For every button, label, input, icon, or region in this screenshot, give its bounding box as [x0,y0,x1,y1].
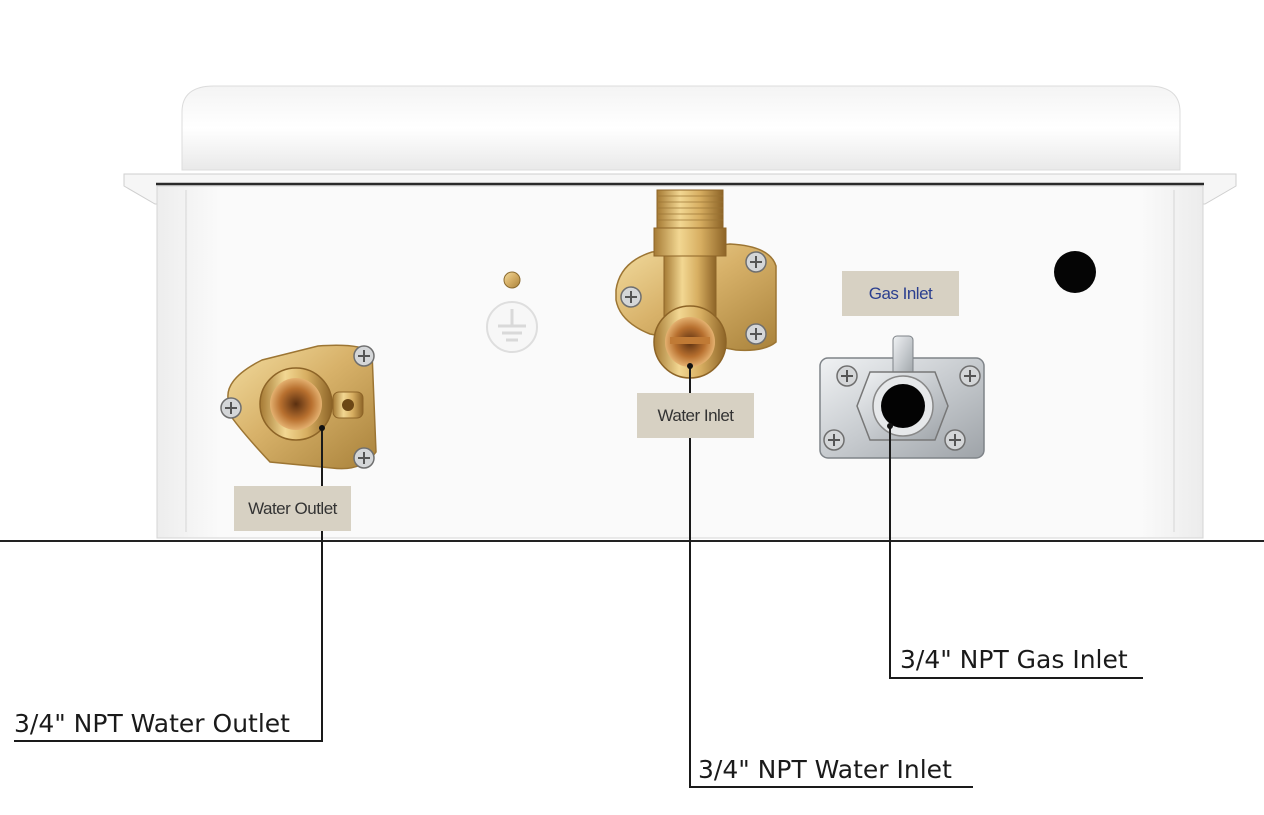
ground-glyph [498,309,526,342]
ground-screw [503,271,521,289]
leader-dot-inlet [687,363,693,369]
gas-inlet-plate-text: Gas Inlet [868,283,933,303]
water-inlet-plate: Water Inlet [637,393,754,438]
lid [181,85,1181,171]
water-outlet-plate-text: Water Outlet [248,498,337,518]
water-outlet-plate: Water Outlet [234,486,351,531]
water-inlet-fitting [615,189,777,379]
gas-inlet-plate: Gas Inlet [842,271,959,316]
vent-hole [1054,251,1096,293]
leader-gas-inlet [889,426,1143,679]
water-inlet-plate-text: Water Inlet [657,405,734,425]
leader-dot-gas [887,423,893,429]
callout-gas-inlet: 3/4" NPT Gas Inlet [900,645,1128,674]
leader-water-outlet [14,428,323,742]
callout-water-outlet: 3/4" NPT Water Outlet [14,709,290,738]
leader-dot-outlet [319,425,325,431]
gas-inlet-fitting [819,335,985,459]
callout-water-inlet: 3/4" NPT Water Inlet [698,755,952,784]
leader-water-inlet [689,366,973,788]
water-outlet-fitting [220,344,377,470]
